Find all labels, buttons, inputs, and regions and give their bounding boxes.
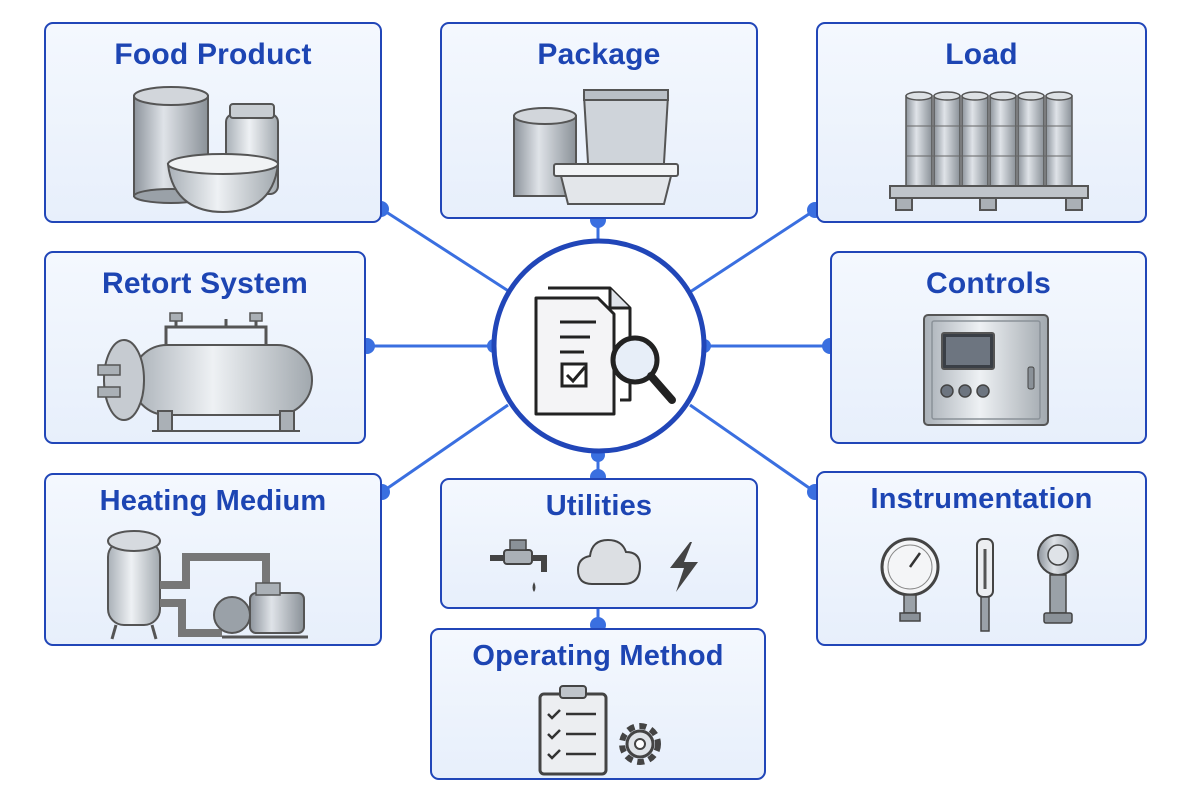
- node-retort-system[interactable]: Retort System: [44, 251, 366, 444]
- node-utilities[interactable]: Utilities: [440, 478, 758, 609]
- connector-load: [689, 208, 816, 294]
- node-controls[interactable]: Controls: [830, 251, 1147, 444]
- node-food-product[interactable]: Food Product: [44, 22, 382, 223]
- node-operating-method[interactable]: Operating Method: [430, 628, 766, 780]
- connector-food-product: [379, 206, 511, 294]
- node-title: Package: [537, 38, 661, 71]
- steam-cloud-icon: [576, 538, 642, 585]
- node-title: Utilities: [545, 490, 653, 522]
- node-heating-medium[interactable]: Heating Medium: [44, 473, 382, 646]
- connector-heating-medium: [381, 403, 509, 494]
- control-panel-icon: [923, 314, 1049, 426]
- node-title: Heating Medium: [99, 485, 327, 517]
- clipboard-checklist-icon: [538, 685, 608, 776]
- retort-vessel-icon: [97, 312, 313, 432]
- center-hub: [491, 238, 707, 454]
- checklist-gear-icon: [538, 685, 661, 776]
- node-title: Food Product: [114, 38, 312, 71]
- tank-and-pump-icon: [107, 530, 308, 640]
- node-title: Retort System: [102, 267, 308, 300]
- node-title: Instrumentation: [870, 483, 1093, 515]
- node-instrumentation[interactable]: Instrumentation: [816, 471, 1147, 646]
- node-package[interactable]: Package: [440, 22, 758, 219]
- node-title: Controls: [926, 267, 1051, 300]
- thermometer-icon: [976, 538, 994, 632]
- lightning-icon: [670, 542, 698, 592]
- pressure-gauge-icon: [880, 537, 940, 622]
- cans-and-bowl-icon: [133, 86, 280, 214]
- connector-instrumentation: [689, 403, 816, 494]
- node-title: Load: [945, 38, 1018, 71]
- node-title: Operating Method: [472, 640, 724, 672]
- node-load[interactable]: Load: [816, 22, 1147, 223]
- faucet-icon: [490, 539, 547, 592]
- transmitter-icon: [1037, 534, 1079, 624]
- gear-icon: [619, 723, 661, 765]
- can-pouch-tray-icon: [513, 89, 679, 205]
- gauges-icon: [880, 534, 1079, 632]
- document-magnifier-icon: [534, 286, 676, 416]
- faucet-steam-lightning-icon: [490, 538, 698, 592]
- pallet-of-cans-icon: [889, 91, 1089, 211]
